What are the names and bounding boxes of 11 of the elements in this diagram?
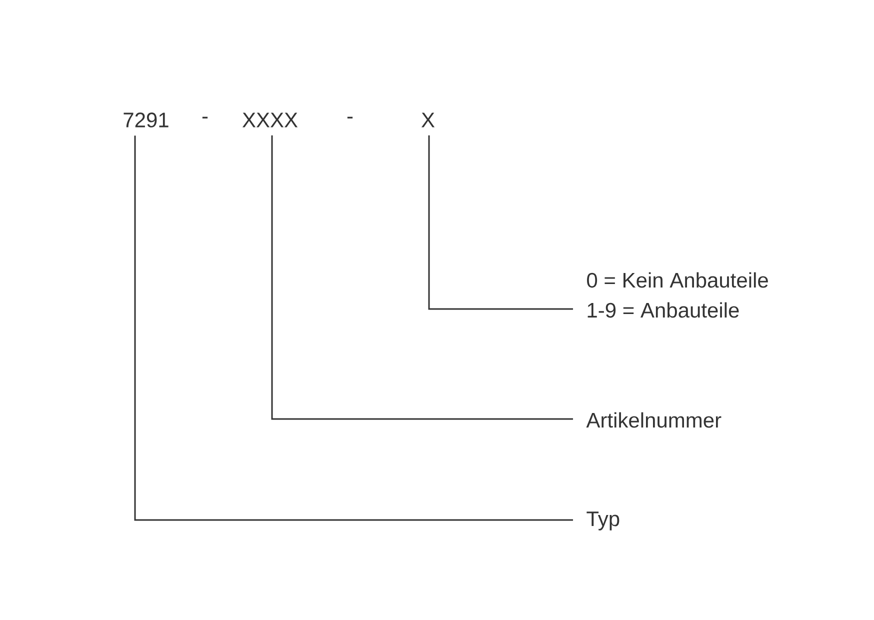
leader-line	[271, 135, 573, 420]
code-label: X	[421, 112, 435, 128]
description-text: 0 = Kein Anbauteile 1-9 = Anbauteile	[587, 272, 768, 318]
code-label: 7291	[124, 112, 168, 128]
description-text: Artikelnummer	[586, 412, 722, 428]
leader-line	[428, 135, 573, 310]
leader-line	[134, 136, 573, 521]
code-label: XXXX	[242, 112, 298, 128]
description-text: Typ	[586, 512, 620, 530]
separator-dash: -	[202, 116, 208, 118]
separator-dash: -	[347, 116, 353, 118]
